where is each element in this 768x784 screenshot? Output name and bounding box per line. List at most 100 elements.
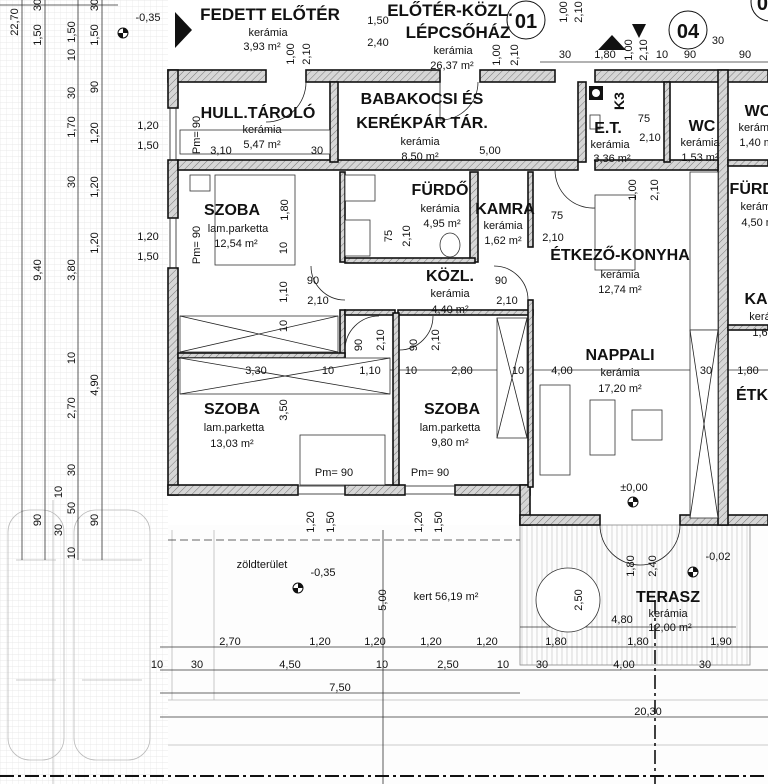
dimension-label: 1,00 — [558, 1, 570, 22]
room-et-tag: K3 — [611, 92, 627, 110]
room-terasz-name: TERASZ — [636, 589, 700, 606]
dimension-label: 10 — [405, 365, 417, 377]
parking-area — [0, 0, 168, 784]
openings — [169, 81, 681, 566]
room-eloter-kozl-name: LÉPCSŐHÁZ — [406, 23, 511, 42]
room-furdo-area: 4,95 m² — [423, 218, 461, 230]
level-label: -0,02 — [705, 551, 730, 563]
room-furdo-neighbor-area: 4,50 m² — [741, 217, 768, 229]
dimension-label: 10 — [278, 320, 290, 332]
apartment-number: 04 — [677, 21, 700, 43]
dimension-label: 2,10 — [638, 39, 650, 60]
dimension-label: 30 — [191, 659, 203, 671]
dimension-label: 30 — [66, 87, 78, 99]
room-terasz-floor: kerámia — [648, 608, 688, 620]
garden-hedge — [168, 530, 768, 746]
dimension-label: 1,80 — [279, 199, 291, 220]
dimension-label: 50 — [66, 502, 78, 514]
dimension-label: 1,00 — [627, 179, 639, 200]
dimension-label: 10 — [376, 659, 388, 671]
dimension-label: 2,10 — [573, 1, 585, 22]
dimension-label: 9,40 — [32, 259, 44, 280]
dimension-label: 4,00 — [613, 659, 634, 671]
room-furdo-neighbor-floor: kerámia — [740, 201, 768, 213]
room-fedett-eloter-area: 3,93 m² — [243, 41, 281, 53]
room-hull-tarolo-area: 5,47 m² — [243, 139, 281, 151]
room-wc-neighbor-area: 1,40 m² — [739, 137, 768, 149]
room-szoba-3-name: SZOBA — [424, 401, 480, 418]
dimension-label: 90 — [353, 339, 365, 351]
room-nappali-area: 17,20 m² — [598, 383, 642, 395]
room-nappali-floor: kerámia — [600, 367, 640, 379]
dimension-label: 1,80 — [625, 555, 637, 576]
room-et-area: 3,36 m² — [593, 153, 631, 165]
dimension-label: 1,90 — [710, 636, 731, 648]
dimension-label: 2,10 — [639, 132, 660, 144]
dimension-label: 2,10 — [542, 232, 563, 244]
dimension-label: 1,50 — [137, 251, 158, 263]
dimension-label: 1,10 — [278, 281, 290, 302]
dimension-label: 2,10 — [301, 43, 313, 64]
room-szoba-2-name: SZOBA — [204, 401, 260, 418]
dimension-label: 1,50 — [433, 511, 445, 532]
dimension-label: 1,20 — [364, 636, 385, 648]
dimension-label: 10 — [66, 49, 78, 61]
room-wc-area: 1,53 m² — [681, 152, 719, 164]
dimension-label: 1,10 — [359, 365, 380, 377]
dimension-label: 1,20 — [89, 232, 101, 253]
dimension-label: 7,50 — [329, 682, 350, 694]
dimension-label: 1,20 — [137, 120, 158, 132]
furniture — [179, 114, 719, 633]
dimension-label: 10 — [656, 49, 668, 61]
room-nappali-name: NAPPALI — [585, 347, 654, 364]
room-et-floor: kerámia — [590, 139, 630, 151]
room-kozl-floor: kerámia — [430, 288, 470, 300]
dimension-label: 2,10 — [649, 179, 661, 200]
room-kamra-neighbor-floor: kerá — [749, 311, 768, 323]
dimension-label: 2,40 — [647, 555, 659, 576]
dimension-label: 90 — [495, 275, 507, 287]
dimension-label: 30 — [311, 145, 323, 157]
dimension-label: 75 — [383, 230, 395, 242]
room-kert-name: zöldterület — [237, 559, 288, 571]
apartment-number: 02 — [757, 0, 768, 15]
dimension-label: 1,70 — [66, 116, 78, 137]
dimension-label: 1,00 — [491, 44, 503, 65]
room-wc-neighbor-floor: kerámia — [738, 122, 768, 134]
dimension-label: 10 — [53, 486, 65, 498]
window-sill-label: Pm= 90 — [191, 226, 203, 264]
dimension-label: 30 — [66, 176, 78, 188]
dimension-label: 30 — [700, 365, 712, 377]
level-marker-icon — [627, 496, 639, 508]
dimension-label: 3,80 — [66, 259, 78, 280]
room-furdo-floor: kerámia — [420, 203, 460, 215]
dimension-label: 30 — [89, 0, 101, 11]
apartment-circle-04 — [668, 10, 708, 50]
dimension-label: 4,00 — [551, 365, 572, 377]
section-down-arrow-icon — [632, 24, 646, 38]
plan-markers — [117, 0, 768, 594]
dimension-label: 2,10 — [430, 329, 442, 350]
dimension-label: 10 — [322, 365, 334, 377]
room-furdo-name: FÜRDŐ — [412, 180, 469, 199]
dimension-label: 90 — [408, 339, 420, 351]
level-label: -0,35 — [135, 12, 160, 24]
dimension-label: 3,10 — [210, 145, 231, 157]
dimension-label: 10 — [512, 365, 524, 377]
room-babakocsi-name: KERÉKPÁR TÁR. — [356, 113, 488, 132]
dimension-label: 1,50 — [137, 140, 158, 152]
dimension-label: 1,00 — [623, 39, 635, 60]
room-fedett-eloter-floor: kerámia — [248, 27, 288, 39]
dimension-label: 3,30 — [245, 365, 266, 377]
room-babakocsi-area: 8,50 m² — [401, 151, 439, 163]
dimension-label: 2,70 — [66, 397, 78, 418]
dimension-label: 1,20 — [476, 636, 497, 648]
window-sill-label: Pm= 90 — [411, 467, 449, 479]
room-kozl-name: KÖZL. — [426, 266, 474, 285]
room-szoba-1-floor: lam.parketta — [208, 223, 269, 235]
dimension-label: 1,20 — [137, 231, 158, 243]
dimension-label: 30 — [559, 49, 571, 61]
dimension-label: 2,10 — [509, 44, 521, 65]
